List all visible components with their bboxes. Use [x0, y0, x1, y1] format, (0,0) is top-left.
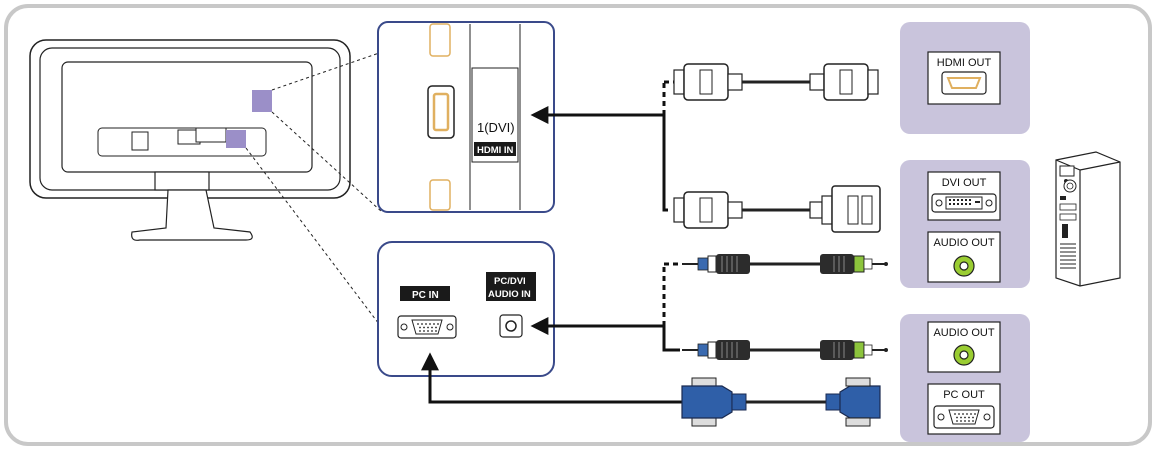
audio-in-jack	[499, 314, 523, 338]
hdmi-to-dvi-cable	[673, 185, 881, 233]
audio-cable-lower	[682, 340, 888, 360]
audio-out-label-1: AUDIO OUT	[933, 237, 994, 249]
pc-in-label: PC IN	[412, 290, 439, 301]
hdmi-port-highlight	[252, 90, 272, 112]
hdmi-out-source: HDMI OUT	[900, 22, 1030, 134]
pc-out-label: PC OUT	[943, 389, 985, 401]
pc-port-highlight	[226, 130, 246, 148]
hdmi-out-label: HDMI OUT	[937, 57, 992, 69]
audio-pc-out-source: AUDIO OUT PC OUT	[900, 314, 1030, 442]
audio-in-label-bg	[486, 272, 536, 301]
hdmi-port-top-partial	[429, 23, 451, 57]
audio-cable-upper	[682, 254, 888, 274]
pc-in-label-bg	[400, 286, 450, 301]
callout-line-pc	[245, 147, 383, 329]
audio-out-label-2: AUDIO OUT	[933, 327, 994, 339]
hdmi-to-hdmi-cable	[673, 63, 879, 101]
hdmi-in-label-bg	[474, 142, 516, 156]
monitor-stand	[131, 189, 253, 241]
vga-port	[397, 315, 457, 339]
callout-line-hdmi-bottom	[271, 111, 383, 213]
callout-line-hdmi-top	[271, 51, 383, 91]
audio-in-label-line2: AUDIO IN	[488, 289, 531, 300]
hdmi-port-bottom-partial	[429, 179, 451, 211]
hdmi-port-number: 1(DVI)	[477, 120, 515, 135]
hdmi-in-label: HDMI IN	[477, 145, 514, 156]
pc-input-panel: PC IN PC/DVI AUDIO IN	[377, 241, 555, 377]
monitor-neck	[154, 171, 210, 191]
vga-connection-arrow	[421, 352, 682, 404]
hdmi-input-panel: 1(DVI) HDMI IN	[377, 21, 555, 213]
dvi-audio-out-source: DVI OUT AUDIO OUT	[900, 160, 1030, 288]
hdmi-connection-arrow	[530, 106, 668, 212]
dvi-out-label: DVI OUT	[942, 177, 987, 189]
audio-in-label-line1: PC/DVI	[494, 276, 526, 287]
vga-cable	[681, 377, 881, 427]
monitor-rear-view	[29, 39, 351, 241]
audio-connection-arrow	[530, 317, 680, 352]
pc-tower-icon	[1055, 151, 1121, 287]
